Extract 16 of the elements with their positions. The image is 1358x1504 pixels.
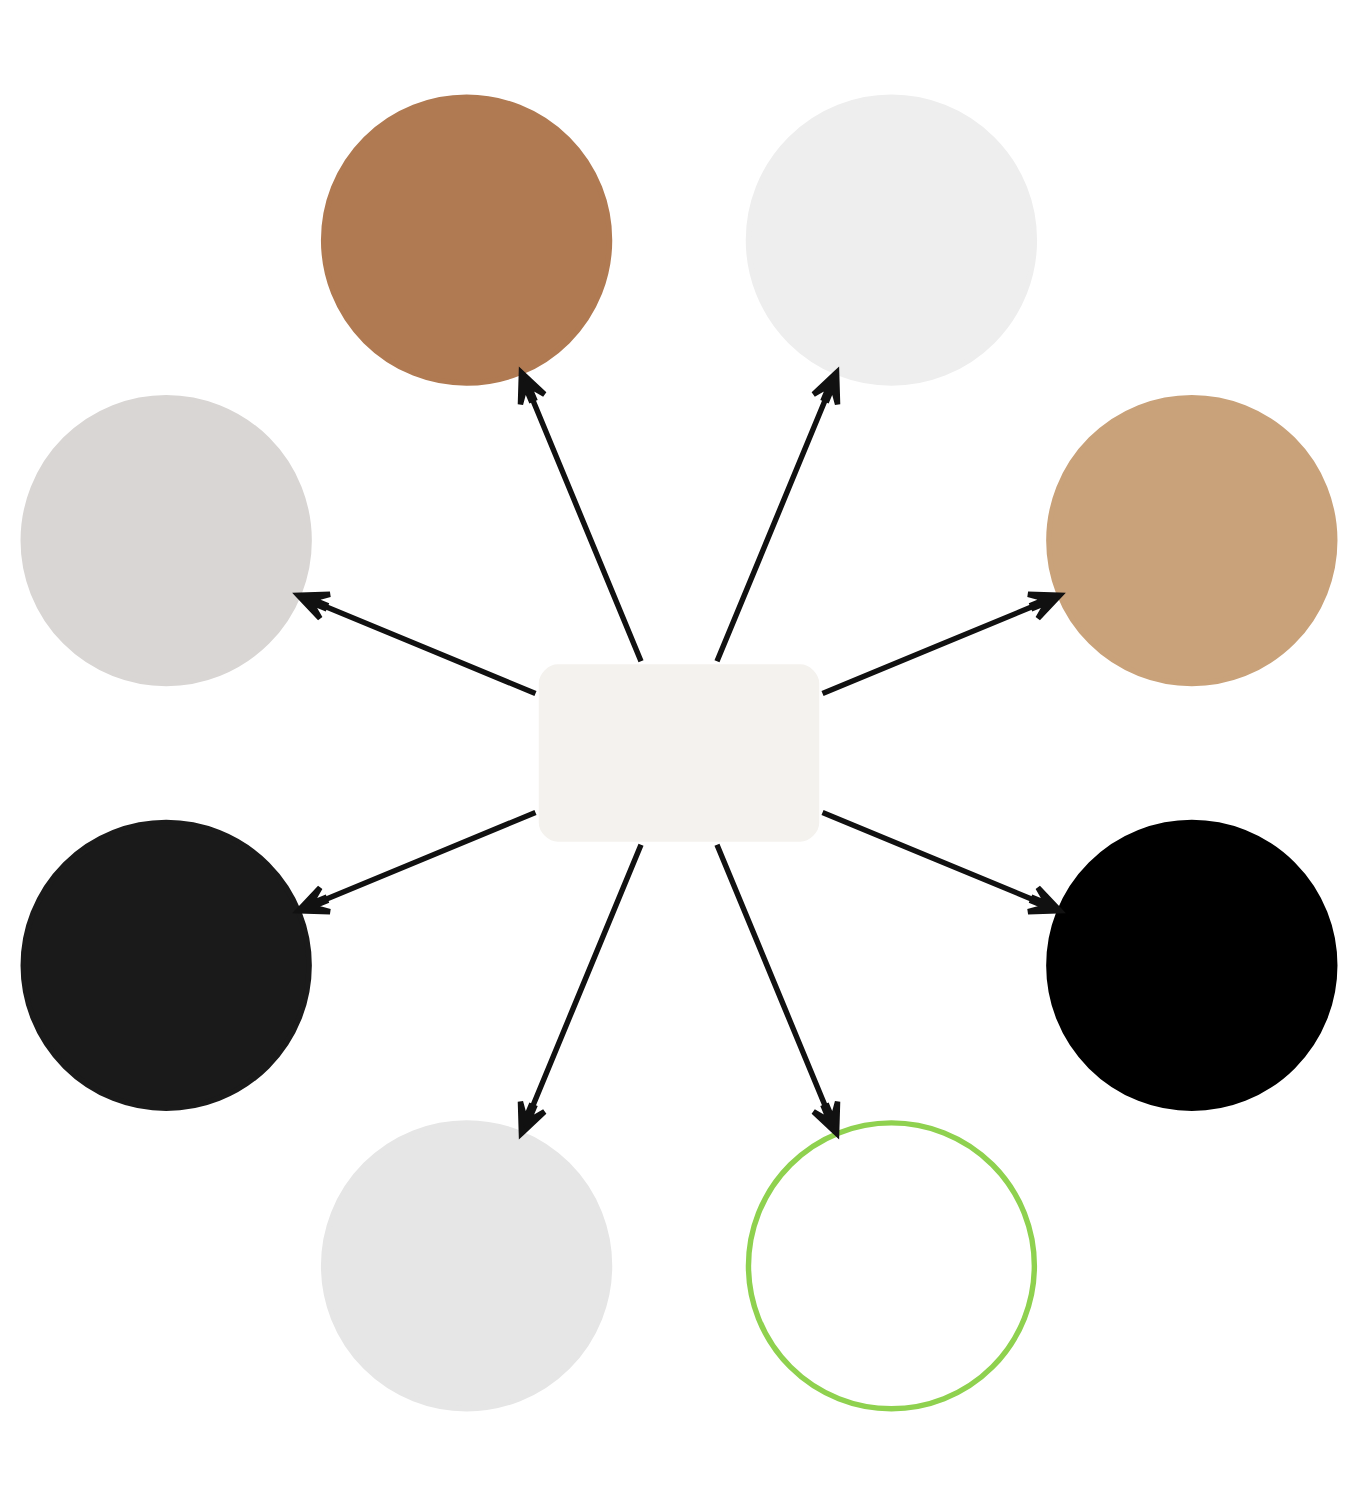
node-circle <box>1046 393 1338 686</box>
arrow <box>714 368 841 662</box>
node-circle <box>20 818 312 1111</box>
arrow <box>517 368 644 662</box>
arrow <box>295 590 537 696</box>
arrow <box>821 590 1063 696</box>
arrow <box>517 842 644 1136</box>
node-circle <box>745 93 1038 385</box>
node-circle <box>20 393 312 686</box>
node-circle <box>320 93 613 385</box>
node-circle <box>320 1119 613 1411</box>
arrow <box>714 842 841 1136</box>
node-circle <box>745 1119 1038 1411</box>
node-circle <box>1046 818 1338 1111</box>
arrow <box>821 808 1063 914</box>
arrow <box>295 808 537 914</box>
